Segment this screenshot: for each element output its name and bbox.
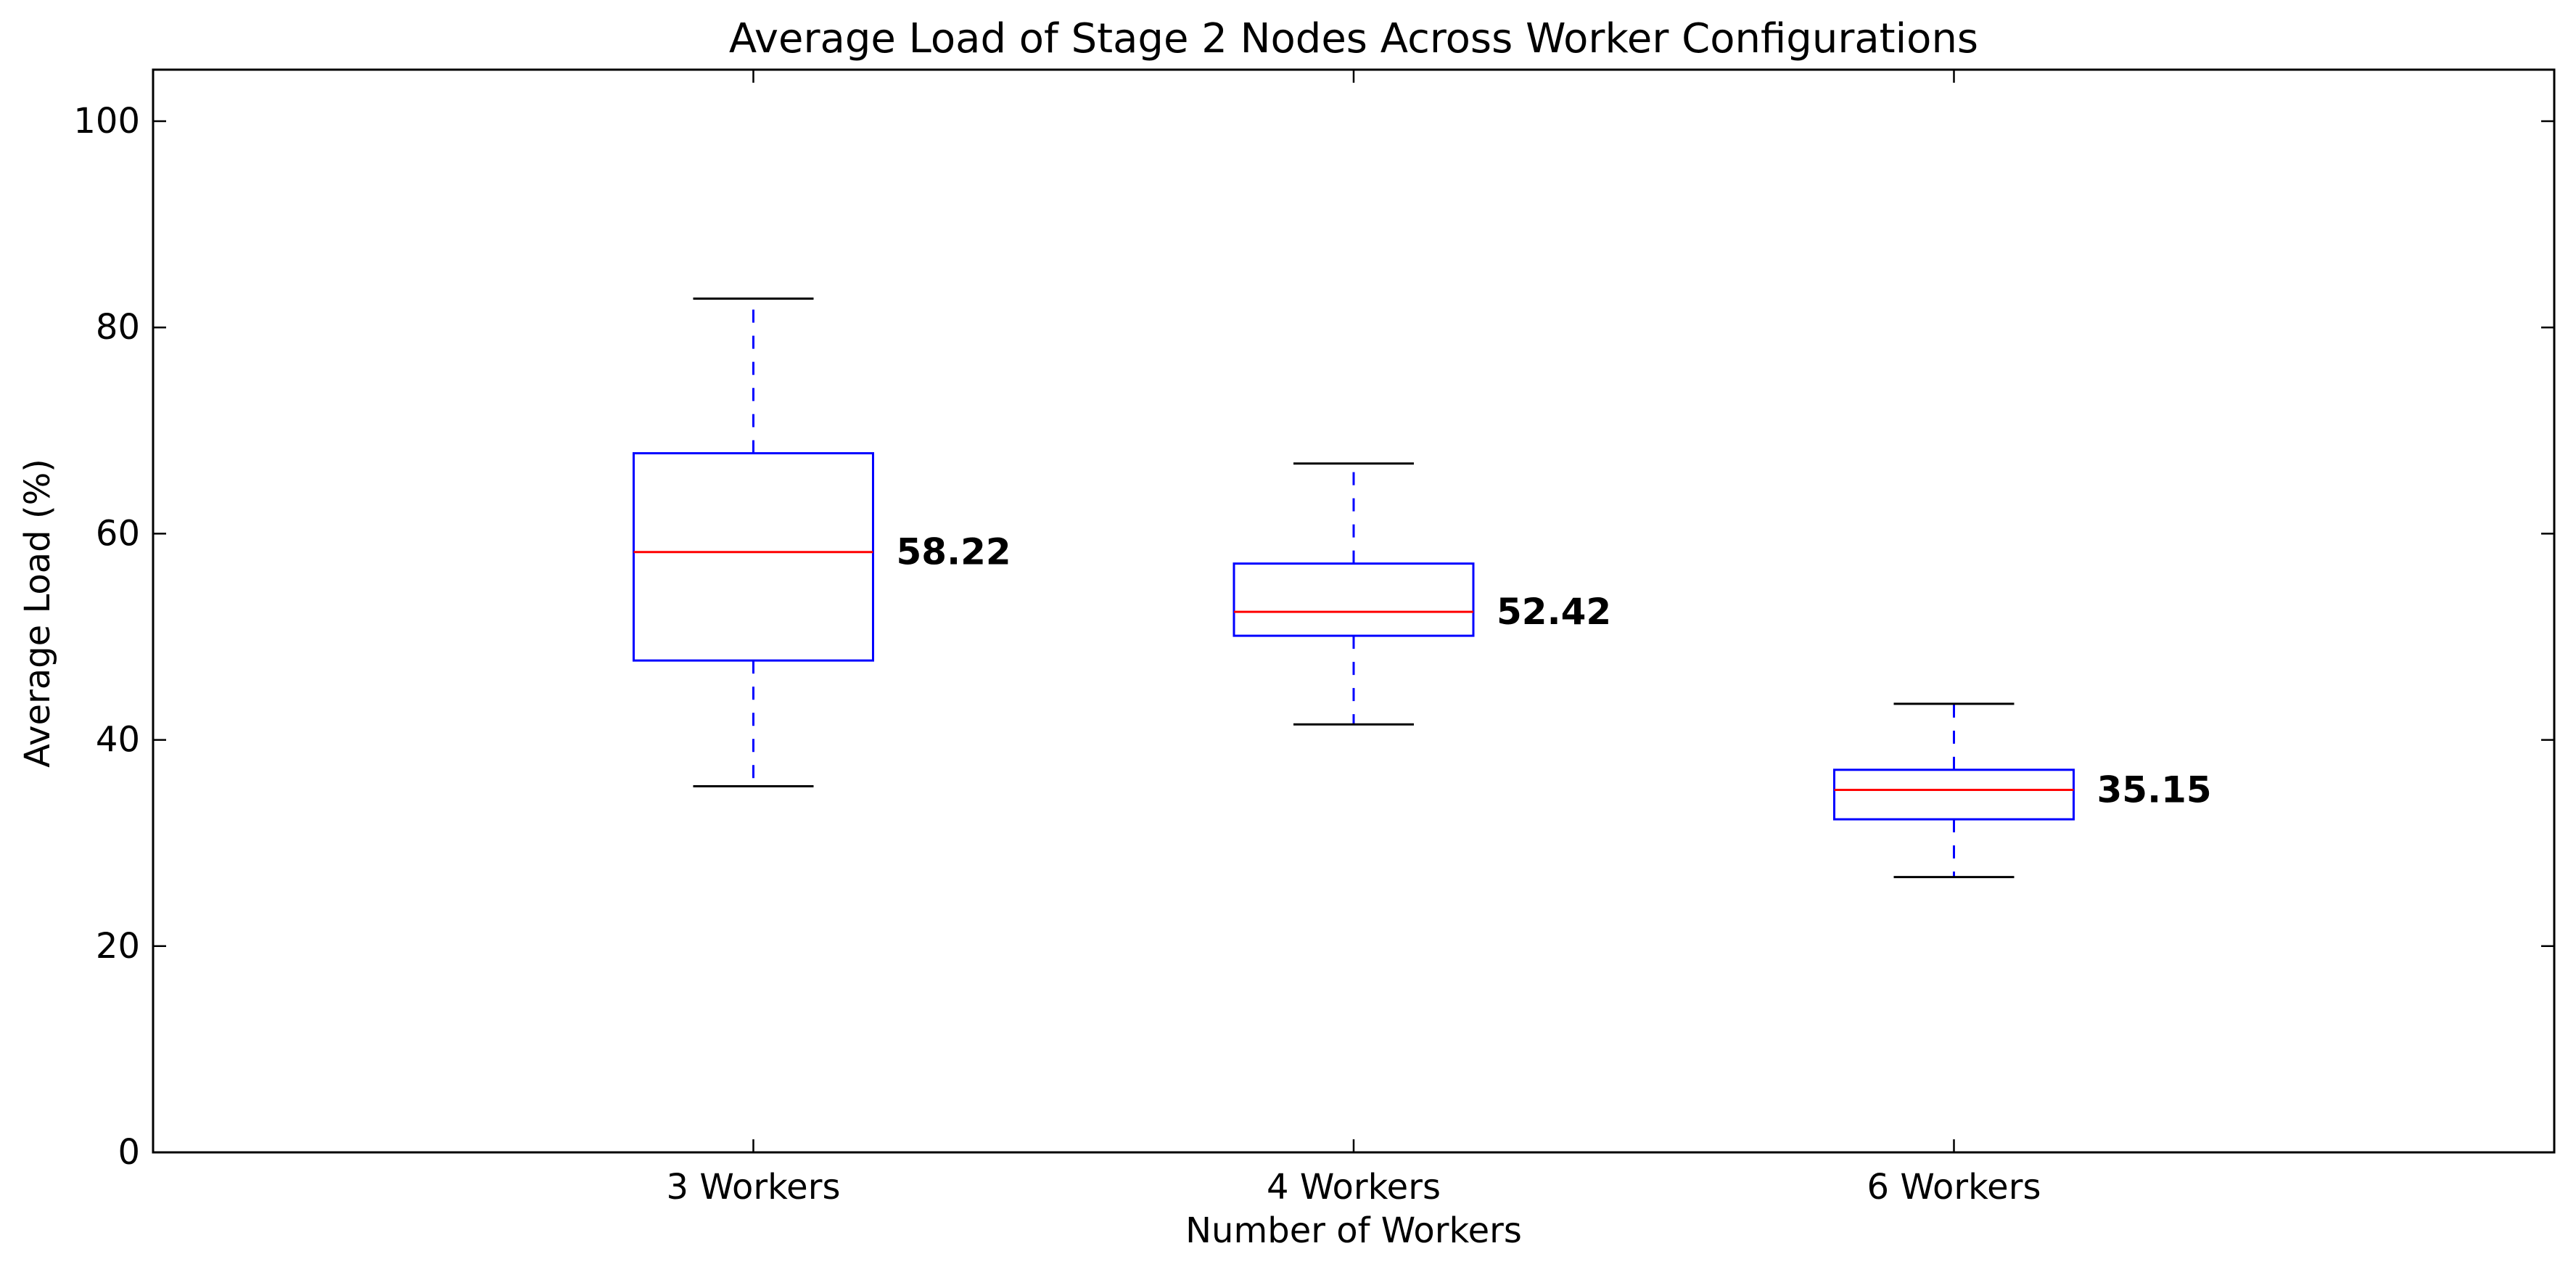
- x-axis-title: Number of Workers: [1185, 1210, 1522, 1251]
- box: [1833, 768, 2075, 821]
- box: [1233, 562, 1475, 637]
- plot-area: 0 20 40 60 80 100 3 Workers 58.22 4 Workers 52.42…: [73, 68, 2556, 1208]
- median-label: 52.42: [1497, 591, 1611, 633]
- y-tick-label: 80: [96, 307, 140, 348]
- x-tick-label: 6 Workers: [1867, 1167, 2041, 1208]
- median-label: 35.15: [2097, 769, 2212, 811]
- box: [633, 452, 874, 662]
- y-axis-title: Average Load (%): [17, 459, 58, 768]
- x-tick-label: 3 Workers: [667, 1167, 841, 1208]
- median-label: 58.22: [897, 531, 1011, 573]
- y-tick-label: 60: [96, 513, 140, 554]
- y-tick-label: 20: [96, 926, 140, 967]
- y-tick-label: 0: [118, 1132, 140, 1173]
- y-tick-label: 100: [73, 101, 140, 142]
- y-tick-label: 40: [96, 720, 140, 761]
- chart-title: Average Load of Stage 2 Nodes Across Wor…: [729, 15, 1978, 62]
- x-tick-label: 4 Workers: [1267, 1167, 1441, 1208]
